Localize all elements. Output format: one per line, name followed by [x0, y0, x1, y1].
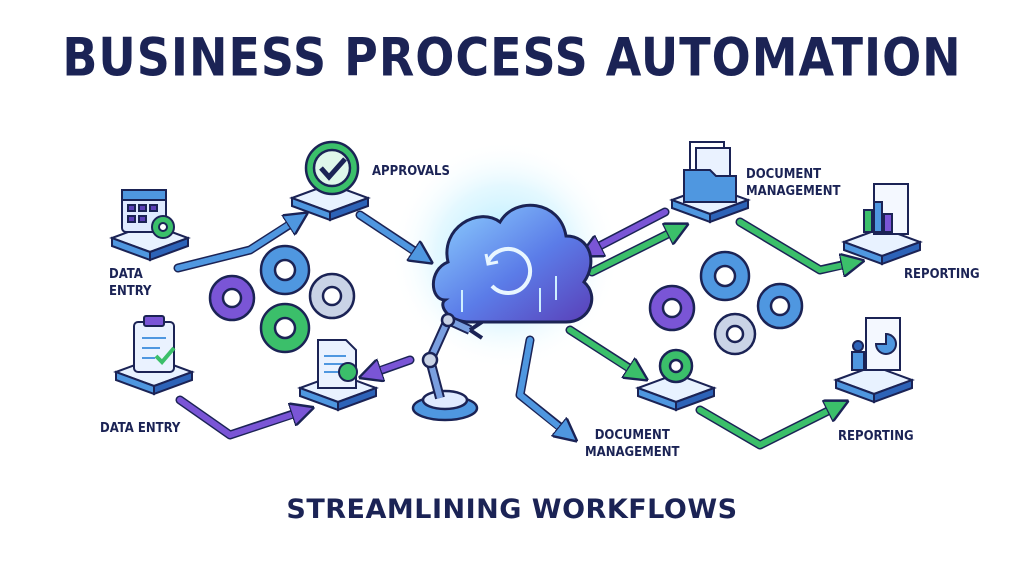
label-approvals: APPROVALS	[372, 164, 450, 179]
calendar-gear-icon	[121, 189, 175, 239]
gear-icon	[648, 284, 696, 332]
gear-icon	[259, 244, 311, 296]
label-data-entry-bottom: DATA ENTRY	[100, 421, 181, 436]
clipboard-check-icon	[133, 315, 176, 373]
documents-folder-icon	[683, 141, 737, 203]
label-document-management-top: DOCUMENT MANAGEMENT	[746, 166, 841, 200]
checkmark-icon	[304, 140, 360, 196]
gear-icon	[699, 250, 751, 302]
label-line: ENTRY	[109, 284, 152, 299]
label-data-entry-top: DATA ENTRY	[109, 266, 152, 300]
platforms	[109, 182, 923, 412]
gear-icon	[208, 274, 256, 322]
label-line: DOCUMENT	[594, 428, 670, 443]
label-document-management-bottom: DOCUMENT MANAGEMENT	[585, 427, 680, 461]
bar-chart-icon	[863, 183, 909, 235]
presentation-icon	[851, 317, 901, 371]
page-subtitle: STREAMLINING WORKFLOWS	[286, 494, 738, 525]
gear-icon	[756, 282, 804, 330]
label-line: MANAGEMENT	[585, 445, 680, 460]
label-reporting-bottom: REPORTING	[838, 429, 914, 444]
gear-cluster-right	[648, 250, 804, 356]
label-line: DATA	[109, 267, 143, 282]
gear-icon	[658, 348, 694, 384]
gear-cluster-left	[208, 244, 356, 354]
document-check-icon	[317, 339, 358, 389]
label-line: MANAGEMENT	[746, 184, 841, 199]
gear-icon	[259, 302, 311, 354]
robot-arm-icon	[411, 312, 484, 422]
label-line: DOCUMENT	[746, 167, 822, 182]
flow-arrows	[173, 207, 855, 450]
cloud-sync-icon	[431, 203, 594, 324]
page-title: BUSINESS PROCESS AUTOMATION	[62, 25, 962, 89]
gear-icon	[713, 312, 757, 356]
label-reporting-top: REPORTING	[904, 267, 980, 282]
gear-icon	[308, 272, 356, 320]
